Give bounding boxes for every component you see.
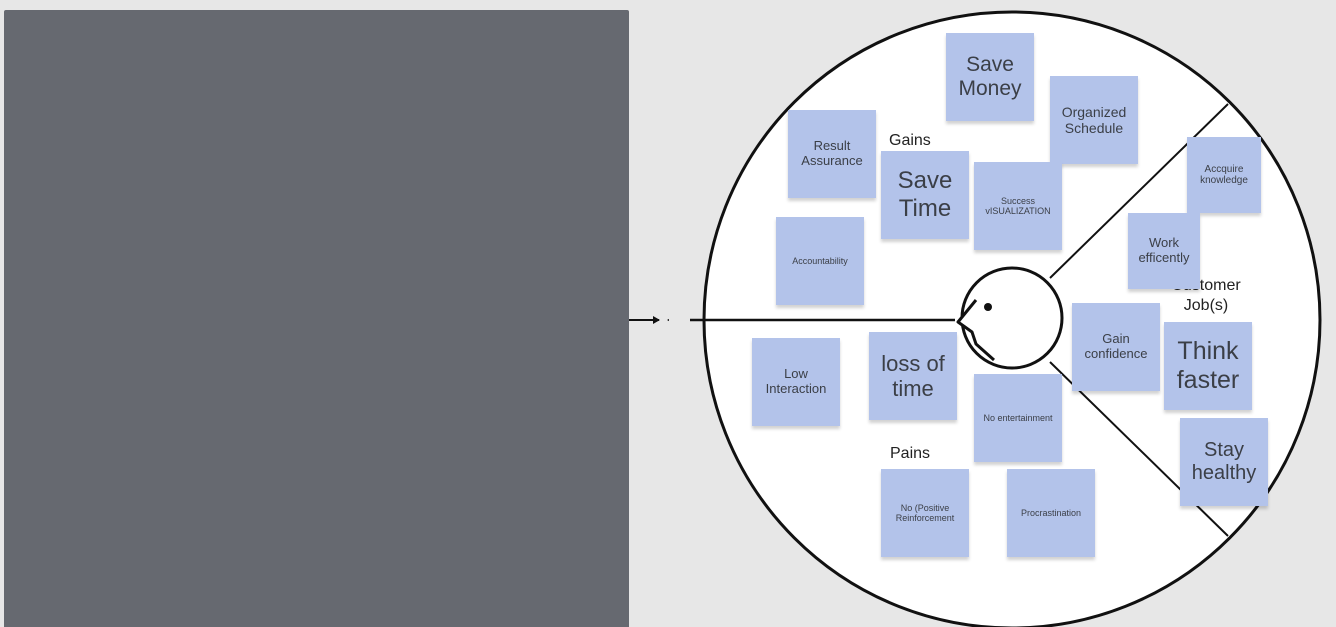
gains-label: Gains: [889, 132, 931, 149]
customer-profile-diagram: Gains Pains Customer Job(s) Save Money O…: [690, 0, 1336, 627]
sticky-note[interactable]: Work efficently: [1128, 213, 1200, 289]
sticky-note[interactable]: Gain confidence: [1072, 303, 1160, 391]
sticky-note[interactable]: Low Interaction: [752, 338, 840, 426]
connector-arrows: [629, 316, 669, 324]
sticky-note[interactable]: Success vISUALIZATION: [974, 162, 1062, 250]
sticky-note[interactable]: Accountability: [776, 217, 864, 305]
sticky-note[interactable]: loss of time: [869, 332, 957, 420]
sticky-note[interactable]: No entertainment: [974, 374, 1062, 462]
sticky-note[interactable]: Think faster: [1164, 322, 1252, 410]
sticky-note[interactable]: Save Time: [881, 151, 969, 239]
divider-upper: [1049, 103, 1229, 279]
divider-lower: [1049, 361, 1229, 537]
placeholder-panel: [4, 10, 629, 627]
pains-label: Pains: [890, 445, 931, 462]
sticky-note[interactable]: Procrastination: [1007, 469, 1095, 557]
sticky-note[interactable]: Organized Schedule: [1050, 76, 1138, 164]
sticky-note[interactable]: Result Assurance: [788, 110, 876, 198]
sticky-note[interactable]: No (Positive Reinforcement: [881, 469, 969, 557]
sticky-note[interactable]: Save Money: [946, 33, 1034, 121]
sticky-note[interactable]: Stay healthy: [1180, 418, 1268, 506]
sticky-note[interactable]: Accquire knowledge: [1187, 137, 1261, 213]
customer-face-icon: [956, 266, 1064, 370]
